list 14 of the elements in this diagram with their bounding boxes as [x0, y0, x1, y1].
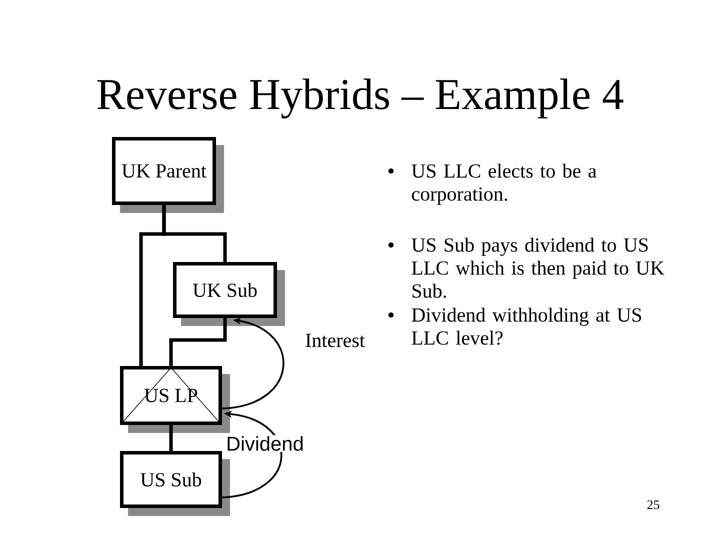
- org-box: UK Sub: [173, 262, 285, 326]
- edge-label: Interest: [304, 332, 366, 348]
- org-box: UK Parent: [112, 137, 224, 213]
- edge-label: Dividend: [225, 435, 305, 452]
- bullet-text: Dividend withholding at US LLC level?: [412, 308, 642, 345]
- connector-line: [169, 318, 227, 366]
- page-number: 25: [647, 500, 660, 510]
- slide-title: Reverse Hybrids – Example 4: [97, 78, 624, 118]
- org-box: US Sub: [120, 451, 230, 516]
- connector-line: [139, 205, 166, 366]
- connector-line: [169, 425, 173, 451]
- bullet-text: US Sub pays dividend to US LLC which is then paid to UK Sub.: [412, 238, 664, 298]
- bullet-text: US LLC elects to be a corporation.: [412, 164, 596, 205]
- org-box: US LP: [120, 366, 230, 433]
